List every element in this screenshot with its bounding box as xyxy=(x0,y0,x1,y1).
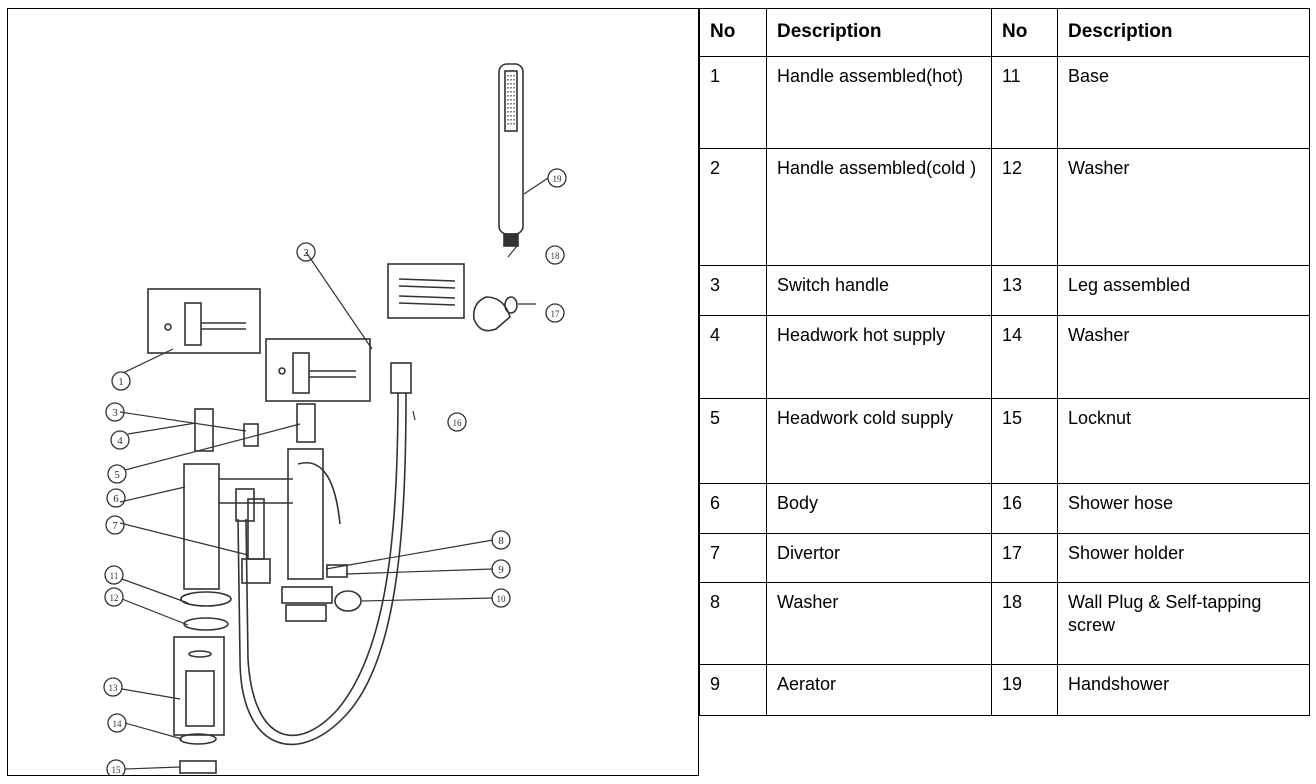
header-no: No xyxy=(699,8,767,57)
callout-19: 19 xyxy=(553,174,563,184)
callout-16: 16 xyxy=(453,418,463,428)
exploded-diagram: 1 2 3 4 5 6 7 8 9 10 11 12 13 14 15 16 1… xyxy=(7,8,699,776)
parts-table: No Description No Description 1 Handle a… xyxy=(699,8,1310,716)
divertor-part xyxy=(241,498,271,584)
header-no: No xyxy=(991,8,1058,57)
part-description: Body xyxy=(766,483,992,534)
table-row: 7 Divertor 17 Shower holder xyxy=(699,533,1310,583)
header-description: Description xyxy=(766,8,992,57)
part-no: 11 xyxy=(991,56,1058,149)
leader-lines xyxy=(119,177,549,770)
callout-17: 17 xyxy=(551,309,561,319)
table-row: 2 Handle assembled(cold ) 12 Washer xyxy=(699,148,1310,266)
callout-14: 14 xyxy=(113,719,123,729)
locknut-part xyxy=(179,760,217,774)
aerator-ring xyxy=(334,590,362,612)
part-no: 1 xyxy=(699,56,767,149)
table-row: 9 Aerator 19 Handshower xyxy=(699,664,1310,716)
handshower-part xyxy=(498,63,524,247)
table-header-row: No Description No Description xyxy=(699,8,1310,57)
callout-15: 15 xyxy=(112,765,122,775)
part-no: 5 xyxy=(699,398,767,484)
tap-exploded-drawing: 1 2 3 4 5 6 7 8 9 10 11 12 13 14 15 16 1… xyxy=(103,63,567,775)
part-no: 4 xyxy=(699,315,767,399)
callout-1: 1 xyxy=(118,376,124,388)
part-description: Washer xyxy=(1057,315,1310,399)
handle-cold-box xyxy=(265,338,371,402)
headwork-parts xyxy=(194,403,316,452)
part-description: Washer xyxy=(766,582,992,665)
callout-10: 10 xyxy=(497,594,507,604)
table-row: 6 Body 16 Shower hose xyxy=(699,483,1310,534)
callout-2: 2 xyxy=(303,247,309,259)
part-description: Shower holder xyxy=(1057,533,1310,583)
part-description: Headwork cold supply xyxy=(766,398,992,484)
callout-7: 7 xyxy=(112,520,118,532)
table-row: 1 Handle assembled(hot) 11 Base xyxy=(699,56,1310,149)
callout-circles xyxy=(103,168,567,775)
part-description: Base xyxy=(1057,56,1310,149)
part-no: 19 xyxy=(991,664,1058,716)
part-description: Washer xyxy=(1057,148,1310,266)
part-description: Switch handle xyxy=(766,265,992,316)
part-description: Divertor xyxy=(766,533,992,583)
callout-4: 4 xyxy=(117,435,123,447)
callout-18: 18 xyxy=(551,251,561,261)
part-no: 2 xyxy=(699,148,767,266)
callout-8: 8 xyxy=(498,535,504,547)
callout-11: 11 xyxy=(110,571,119,581)
callout-12: 12 xyxy=(110,593,119,603)
part-description: Shower hose xyxy=(1057,483,1310,534)
part-no: 3 xyxy=(699,265,767,316)
body-part xyxy=(183,448,341,622)
callout-13: 13 xyxy=(109,683,119,693)
part-description: Wall Plug & Self-tapping screw xyxy=(1057,582,1310,665)
callout-5: 5 xyxy=(114,469,120,481)
part-no: 17 xyxy=(991,533,1058,583)
callout-3: 3 xyxy=(112,407,118,419)
handle-hot-box xyxy=(147,288,261,354)
base-part xyxy=(180,591,232,607)
leg-assembled-box xyxy=(173,636,225,736)
aerator-part xyxy=(326,564,348,578)
wall-plug-box xyxy=(387,263,465,319)
part-description: Leg assembled xyxy=(1057,265,1310,316)
washer-part xyxy=(183,617,229,631)
part-description: Aerator xyxy=(766,664,992,716)
part-no: 8 xyxy=(699,582,767,665)
part-no: 14 xyxy=(991,315,1058,399)
table-row: 3 Switch handle 13 Leg assembled xyxy=(699,265,1310,316)
part-description: Handle assembled(cold ) xyxy=(766,148,992,266)
shower-hose-part xyxy=(235,362,412,746)
part-description: Handle assembled(hot) xyxy=(766,56,992,149)
header-description: Description xyxy=(1057,8,1310,57)
callout-9: 9 xyxy=(498,564,504,576)
part-description: Headwork hot supply xyxy=(766,315,992,399)
part-no: 16 xyxy=(991,483,1058,534)
part-no: 9 xyxy=(699,664,767,716)
part-no: 13 xyxy=(991,265,1058,316)
table-row: 8 Washer 18 Wall Plug & Self-tapping scr… xyxy=(699,582,1310,665)
table-row: 4 Headwork hot supply 14 Washer xyxy=(699,315,1310,399)
part-no: 18 xyxy=(991,582,1058,665)
shower-holder-part xyxy=(472,296,518,332)
part-no: 15 xyxy=(991,398,1058,484)
part-no: 12 xyxy=(991,148,1058,266)
table-row: 5 Headwork cold supply 15 Locknut xyxy=(699,398,1310,484)
part-no: 6 xyxy=(699,483,767,534)
callout-6: 6 xyxy=(113,493,119,505)
part-description: Handshower xyxy=(1057,664,1310,716)
part-description: Locknut xyxy=(1057,398,1310,484)
part-no: 7 xyxy=(699,533,767,583)
